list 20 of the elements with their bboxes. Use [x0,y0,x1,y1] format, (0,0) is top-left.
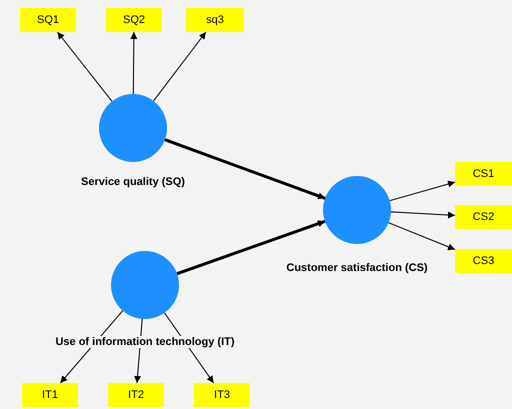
arrow [390,211,456,219]
construct-label: Use of information technology (IT) [54,336,236,348]
indicator-box: CS1 [455,162,512,186]
indicator-box: SQ1 [20,8,76,32]
arrow [164,138,326,200]
indicator-box: SQ2 [106,8,162,32]
construct-label: Service quality (SQ) [80,176,186,188]
arrow [388,222,456,250]
construct-label: Customer satisfaction (CS) [285,262,429,274]
arrow [153,32,206,102]
indicator-box: IT1 [22,383,78,407]
arrow [130,32,138,94]
arrow [176,220,326,276]
indicator-box: IT2 [108,383,164,407]
indicator-box: IT3 [194,383,250,407]
arrow [389,180,456,202]
indicator-box: sq3 [186,8,244,32]
arrow [56,32,112,102]
indicator-box: CS2 [455,205,512,229]
indicator-box: CS3 [455,249,512,273]
